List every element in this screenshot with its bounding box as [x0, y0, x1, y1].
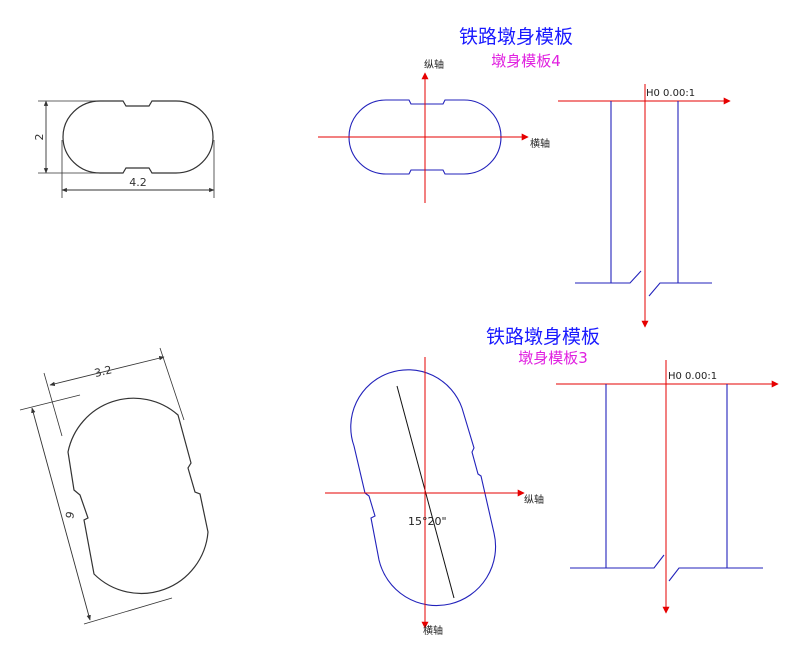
top-subtitle: 墩身模板4 [491, 52, 561, 70]
bottom-section-ground-line [570, 554, 763, 582]
top-outline-shape [62, 100, 214, 174]
top-plan-shape [348, 99, 502, 175]
top-title: 铁路墩身模板 [459, 26, 573, 48]
bottom-subtitle: 墩身模板3 [518, 349, 588, 367]
top-section-label: H0 0.00:1 [646, 88, 695, 99]
bottom-axis-vertical-label: 横轴 [423, 624, 443, 637]
bottom-dim-length-label: 6 [62, 510, 76, 520]
bottom-section-label: H0 0.00:1 [668, 371, 717, 382]
bottom-dim-length-ext-top [19, 394, 81, 411]
bottom-dim-width-ext-right [159, 347, 185, 421]
bottom-axis-horizontal-label: 纵轴 [524, 493, 544, 506]
bottom-section-group: H0 0.00:1 [556, 360, 779, 614]
top-axis-vertical-label: 纵轴 [424, 58, 444, 71]
top-plan-group: 纵轴 横轴 [318, 58, 550, 203]
bottom-plan-angle-label: 15°20" [408, 515, 447, 528]
bottom-outline-group: 3.2 6 [19, 347, 209, 625]
bottom-outline-shape [67, 397, 209, 595]
bottom-dim-width-label: 3.2 [93, 363, 113, 380]
bottom-dim-length-ext-bottom [83, 597, 173, 625]
top-section-ground-line [575, 270, 712, 297]
bottom-title: 铁路墩身模板 [486, 326, 600, 348]
top-section-group: H0 0.00:1 [558, 84, 731, 328]
bottom-dim-length-line [31, 407, 91, 621]
bottom-plan-group: 纵轴 横轴 15°20" [325, 357, 544, 637]
top-dim-height-label: 2 [33, 134, 46, 141]
bottom-plan-shape [350, 369, 497, 607]
top-dim-width-label: 4.2 [129, 176, 147, 189]
top-axis-horizontal-label: 横轴 [530, 137, 550, 150]
top-outline-group: 4.2 2 [33, 100, 215, 198]
bottom-dim-width-line [49, 356, 165, 386]
